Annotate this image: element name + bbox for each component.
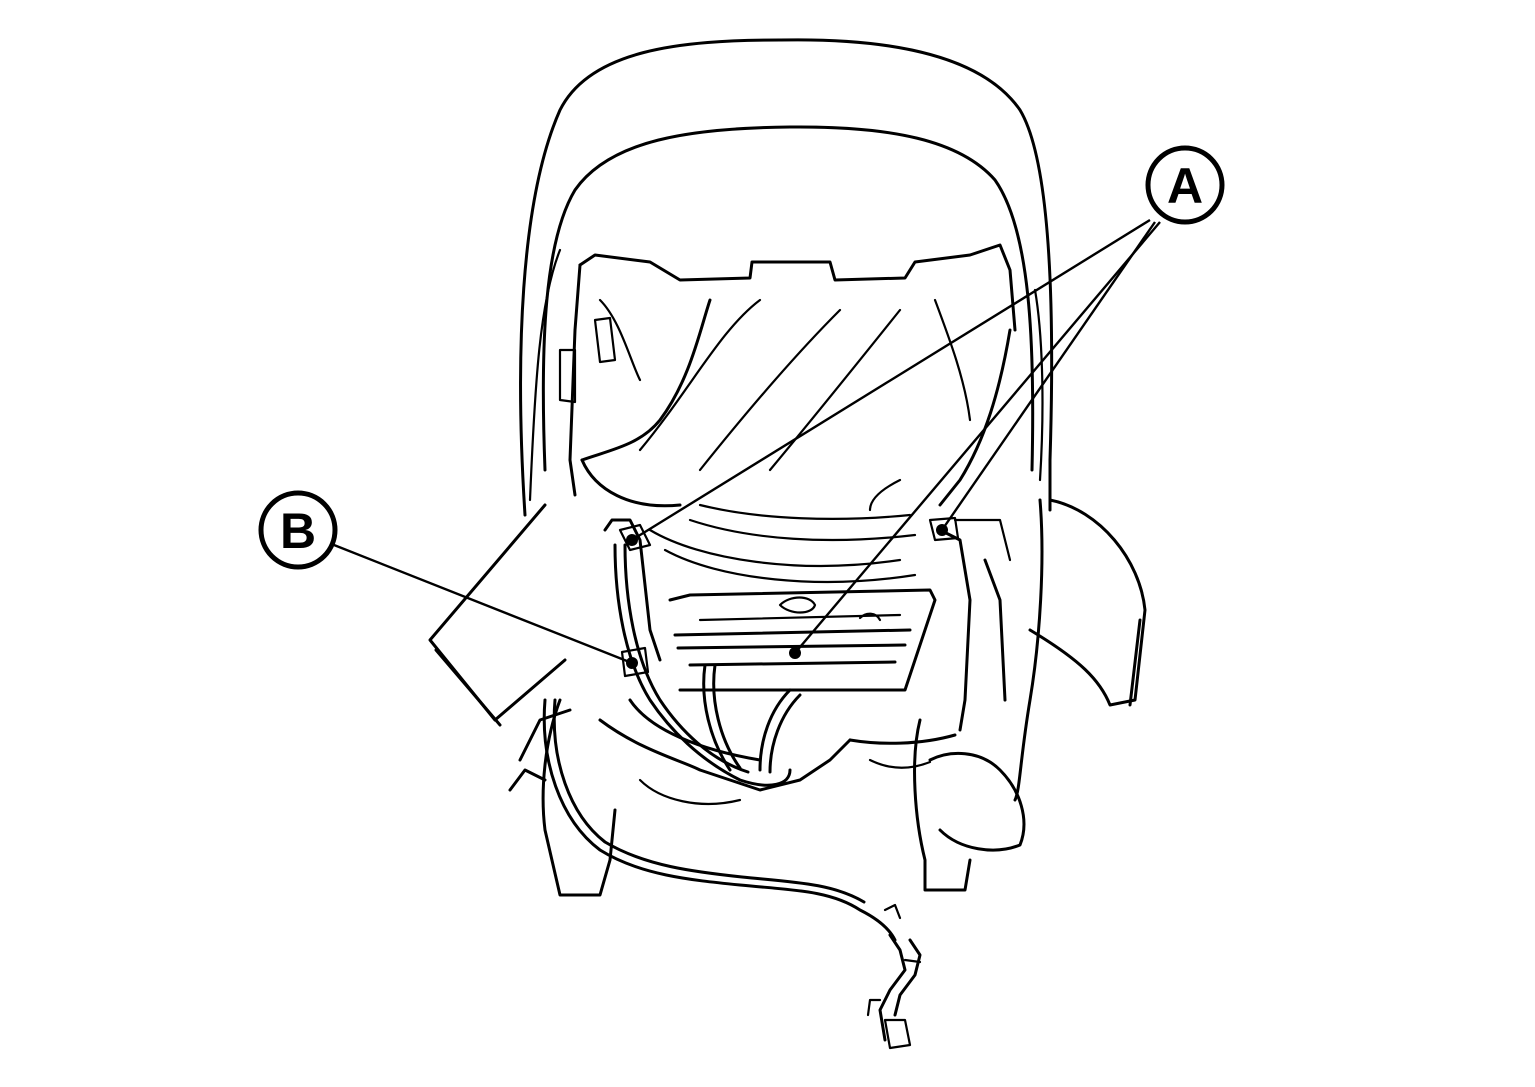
right-shield — [1013, 498, 1147, 802]
leader-a2 — [941, 221, 1156, 531]
callout-a-label: A — [1167, 158, 1203, 214]
seat-contours — [648, 503, 917, 583]
wire-harness — [542, 543, 922, 1050]
callout-b: B — [258, 490, 338, 570]
callout-b-label: B — [280, 503, 316, 559]
leader-a1 — [631, 218, 1151, 542]
lower-frame — [603, 518, 1012, 732]
leader-a3 — [794, 221, 1161, 654]
callout-a: A — [1145, 145, 1225, 225]
seatback-shell — [519, 38, 1054, 517]
callout-a-ring — [1145, 145, 1225, 225]
leader-lines — [333, 218, 1161, 665]
leader-b — [333, 543, 633, 665]
clip-points — [618, 516, 960, 678]
left-panel — [428, 503, 567, 727]
seat-frame — [558, 243, 1017, 512]
seat-base — [508, 698, 1026, 897]
callout-b-ring — [258, 490, 338, 570]
